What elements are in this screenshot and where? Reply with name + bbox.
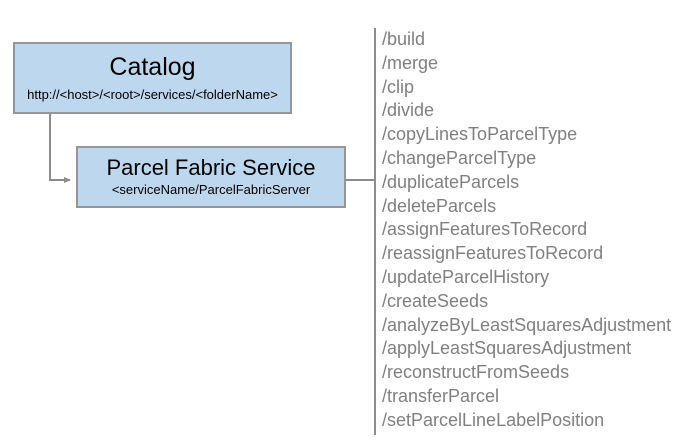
operation-list-item[interactable]: /applyLeastSquaresAdjustment (382, 338, 632, 359)
node-catalog-title: Catalog (109, 53, 196, 82)
connector-catalog-to-service (49, 114, 71, 183)
operation-list-item[interactable]: /updateParcelHistory (382, 266, 550, 287)
node-parcel-fabric-service[interactable]: Parcel Fabric Service <serviceName/Parce… (76, 146, 346, 208)
operation-list-item[interactable]: /transferParcel (382, 385, 500, 406)
operations-panel: /build/merge/clip/divide/copyLinesToParc… (374, 28, 690, 435)
operation-list-item[interactable]: /duplicateParcels (382, 171, 520, 192)
operations-list: /build/merge/clip/divide/copyLinesToParc… (382, 28, 690, 433)
operation-list-item[interactable]: /reassignFeaturesToRecord (382, 243, 604, 264)
node-parcel-fabric-service-title: Parcel Fabric Service (106, 155, 316, 181)
operation-list-item[interactable]: /divide (382, 100, 435, 121)
node-catalog[interactable]: Catalog http://<host>/<root>/services/<f… (13, 42, 292, 114)
operation-list-item[interactable]: /setParcelLineLabelPosition (382, 409, 605, 430)
operation-list-item[interactable]: /clip (382, 76, 415, 97)
node-parcel-fabric-service-path: <serviceName/ParcelFabricServer (111, 182, 311, 198)
operation-list-item[interactable]: /reconstructFromSeeds (382, 362, 570, 383)
operation-list-item[interactable]: /assignFeaturesToRecord (382, 219, 588, 240)
node-catalog-url: http://<host>/<root>/services/<folderNam… (27, 86, 278, 102)
operation-list-item[interactable]: /analyzeByLeastSquaresAdjustment (382, 314, 672, 335)
operation-list-item[interactable]: /copyLinesToParcelType (382, 124, 578, 145)
operation-list-item[interactable]: /deleteParcels (382, 195, 497, 216)
operation-list-item[interactable]: /changeParcelType (382, 147, 537, 168)
operation-list-item[interactable]: /merge (382, 52, 439, 73)
operation-list-item[interactable]: /build (382, 29, 426, 49)
operation-list-item[interactable]: /createSeeds (382, 290, 489, 311)
